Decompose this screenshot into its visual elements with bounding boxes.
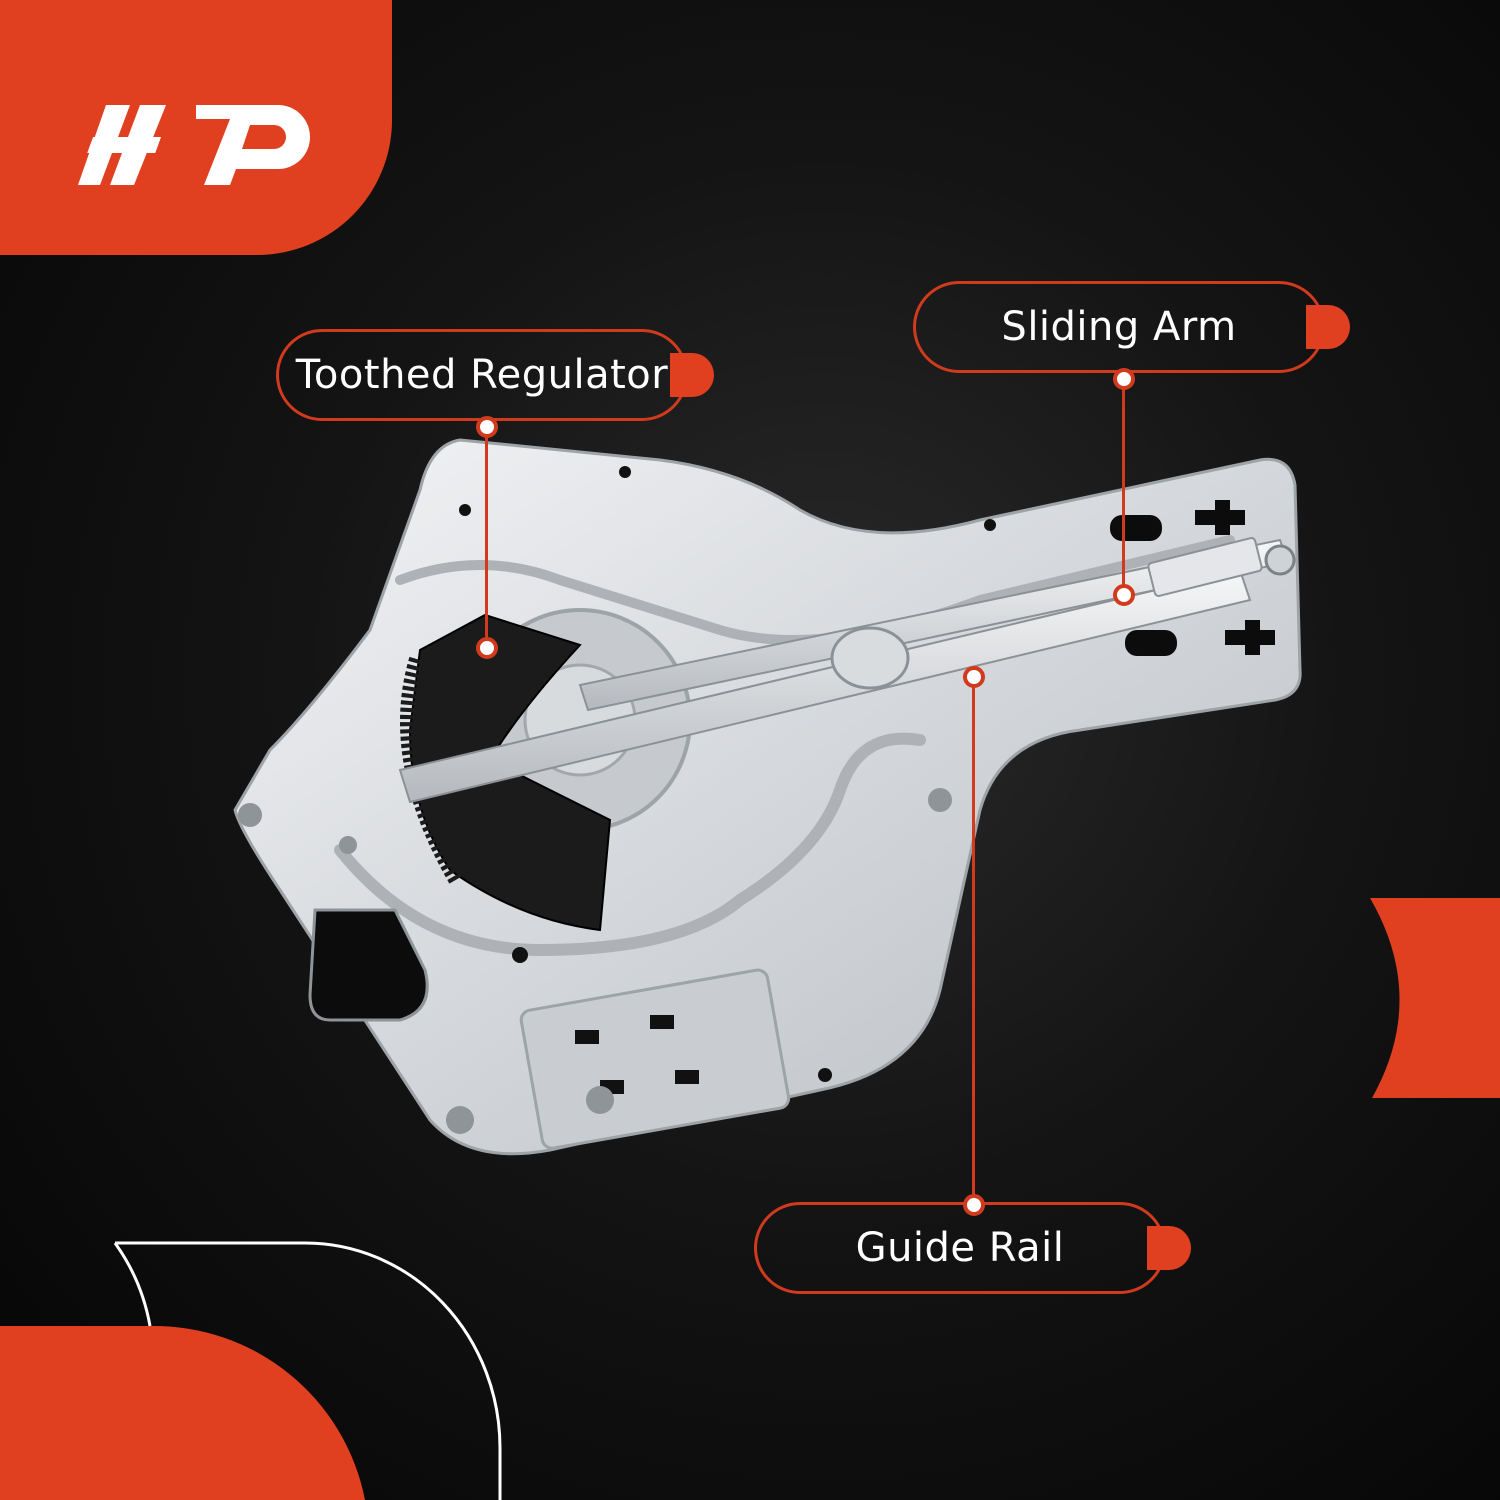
- leader-dot: [963, 666, 985, 688]
- callout-label: Sliding Arm: [1001, 304, 1237, 350]
- leader-dot: [1113, 368, 1135, 390]
- leader-line: [485, 425, 488, 643]
- corner-shape-top-left: [0, 0, 392, 255]
- callout-toothed-regulator: Toothed Regulator: [276, 329, 688, 421]
- leader-line: [972, 675, 975, 1201]
- callout-label: Toothed Regulator: [295, 352, 669, 398]
- leader-line: [1122, 377, 1125, 592]
- corner-shape-right: [1370, 898, 1500, 1098]
- leader-dot: [963, 1194, 985, 1216]
- callout-guide-rail: Guide Rail: [754, 1202, 1166, 1294]
- callout-label: Guide Rail: [855, 1225, 1065, 1271]
- corner-outline-bottom-left: [113, 1241, 502, 1500]
- callout-cap: [670, 353, 714, 397]
- guide-rail: [398, 568, 1252, 804]
- corner-shape-bottom-left: [0, 1325, 365, 1500]
- callout-cap: [1147, 1226, 1191, 1270]
- window-regulator-image: [233, 438, 1302, 1156]
- callout-sliding-arm: Sliding Arm: [913, 281, 1325, 373]
- leader-dot: [1113, 584, 1135, 606]
- leader-dot: [476, 637, 498, 659]
- leader-dot: [476, 416, 498, 438]
- callout-cap: [1306, 305, 1350, 349]
- brand-logo: [78, 105, 310, 185]
